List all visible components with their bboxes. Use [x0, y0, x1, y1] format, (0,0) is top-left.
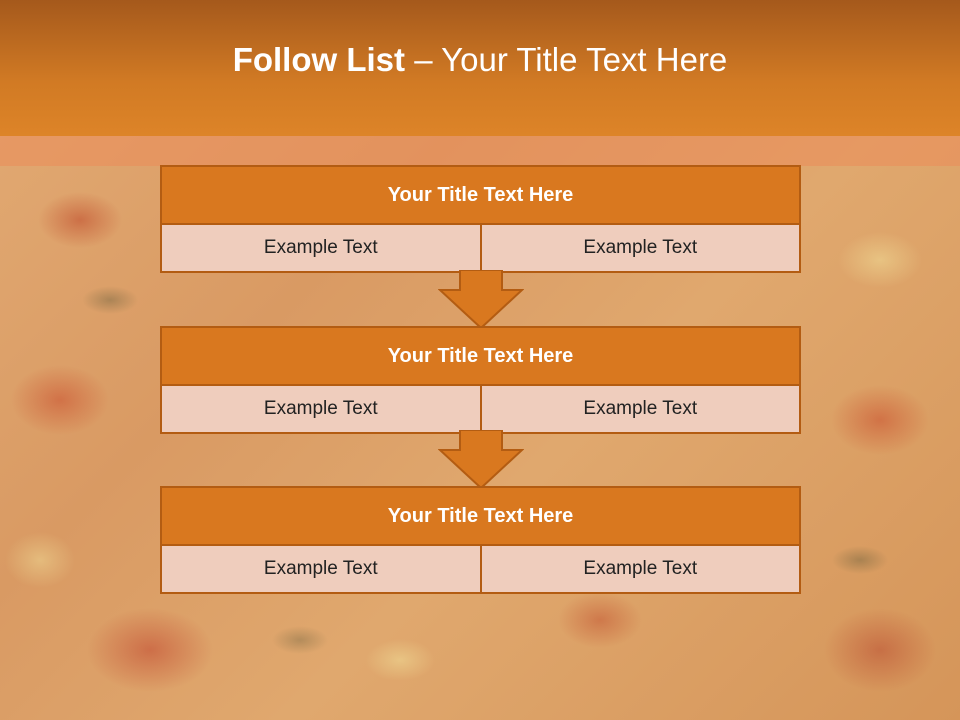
- block-cell-right: Example Text: [479, 386, 799, 432]
- list-block-1: Your Title Text Here Example Text Exampl…: [160, 165, 801, 273]
- block-cell-left: Example Text: [162, 225, 480, 271]
- slide-title-bold: Follow List: [232, 41, 406, 78]
- list-block-3: Your Title Text Here Example Text Exampl…: [160, 486, 801, 594]
- block-cell-right: Example Text: [479, 225, 799, 271]
- down-arrow-icon: [438, 430, 524, 490]
- block-row: Example Text Example Text: [162, 225, 799, 271]
- down-arrow-icon: [438, 270, 524, 330]
- block-cell-left: Example Text: [162, 546, 480, 592]
- list-block-2: Your Title Text Here Example Text Exampl…: [160, 326, 801, 434]
- slide-title: Follow List – Your Title Text Here: [233, 41, 728, 79]
- slide-title-rest: – Your Title Text Here: [405, 41, 728, 78]
- block-row: Example Text Example Text: [162, 386, 799, 432]
- block-cell-left: Example Text: [162, 386, 480, 432]
- block-row: Example Text Example Text: [162, 546, 799, 592]
- block-title: Your Title Text Here: [162, 488, 799, 546]
- block-title: Your Title Text Here: [162, 328, 799, 386]
- slide-header: Follow List – Your Title Text Here: [0, 0, 960, 136]
- block-cell-right: Example Text: [479, 546, 799, 592]
- block-title: Your Title Text Here: [162, 167, 799, 225]
